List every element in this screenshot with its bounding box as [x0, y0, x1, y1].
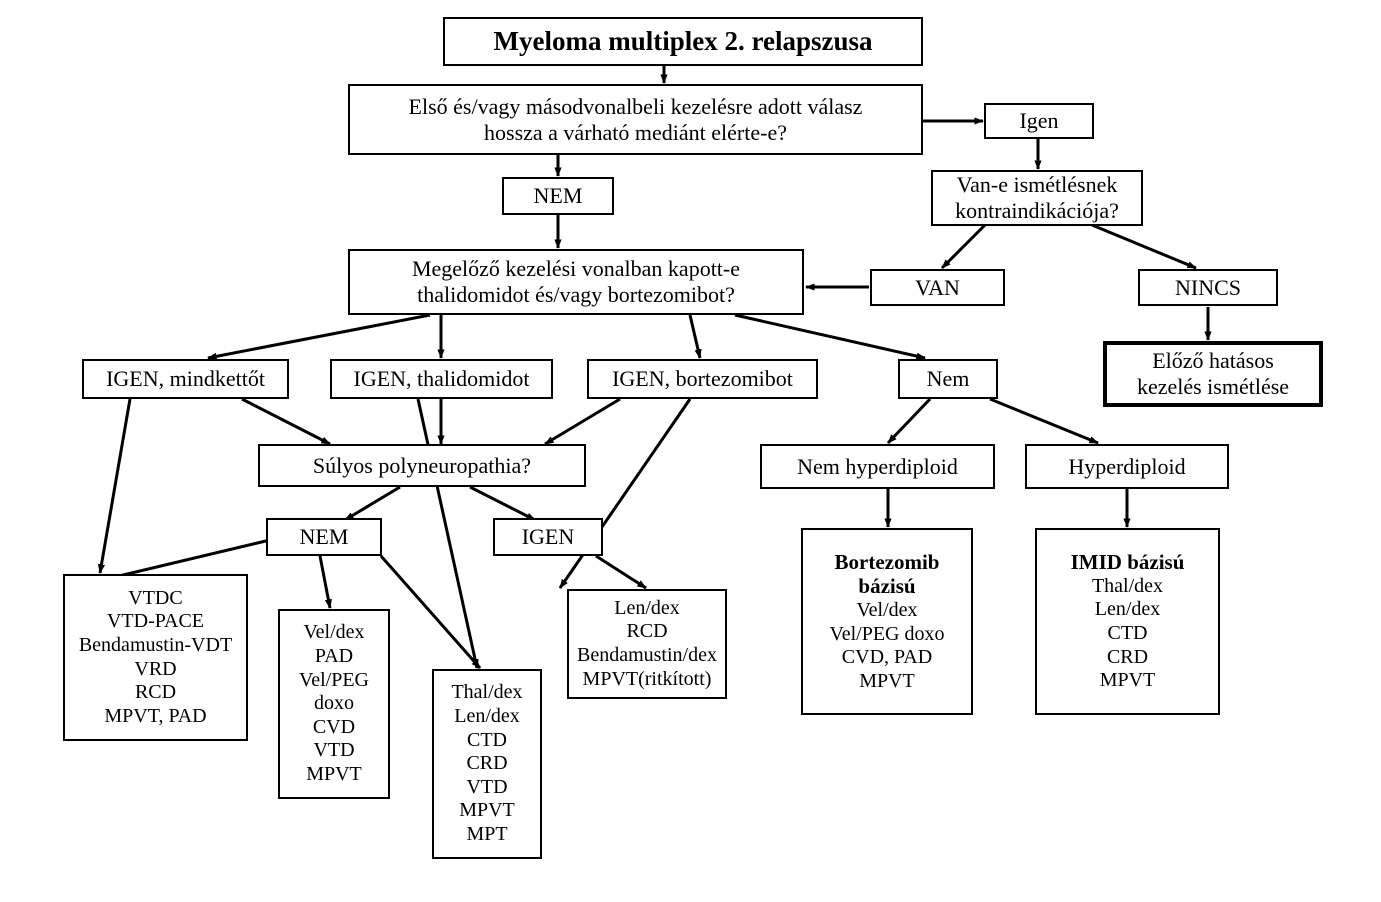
- node-non-hyperdiploid-label: Nem hyperdiploid: [797, 453, 958, 479]
- node-question-prior-drugs: Megelőző kezelési vonalban kapott-e thal…: [348, 249, 804, 315]
- node-treatment-both-line-2: Bendamustin-VDT: [78, 633, 233, 656]
- node-polyneuro-no-label: NEM: [299, 524, 349, 550]
- node-question-polyneuropathy: Súlyos polyneuropathia?: [258, 444, 586, 487]
- node-treatment-thalidomide-line-6: MPT: [466, 822, 508, 845]
- node-igen-bortezomib: IGEN, bortezomibot: [587, 359, 818, 399]
- node-igen-thalidomide: IGEN, thalidomidot: [330, 359, 553, 399]
- node-treatment-polyneuro-no-line-1: PAD: [314, 645, 354, 668]
- node-treatment-both-line-5: MPVT, PAD: [104, 704, 207, 727]
- node-treatment-polyneuro-no-line-6: MPVT: [306, 762, 362, 785]
- node-van: VAN: [870, 269, 1005, 306]
- node-treatment-imid-based-heading-0: IMID bázisú: [1070, 550, 1185, 575]
- node-treatment-bortezomib-based: Bortezomib bázisú Vel/dex Vel/PEG doxo C…: [801, 528, 973, 715]
- node-igen-both-label: IGEN, mindkettőt: [106, 366, 265, 392]
- node-treatment-imid-based-line-0: Thal/dex: [1091, 574, 1164, 597]
- node-yes-top: Igen: [984, 103, 1094, 139]
- node-treatment-thalidomide: Thal/dex Len/dex CTD CRD VTD MPVT MPT: [432, 669, 542, 859]
- node-no-top-label: NEM: [533, 183, 583, 209]
- node-polyneuro-yes-label: IGEN: [521, 524, 575, 550]
- node-treatment-polyneuro-yes: Len/dex RCD Bendamustin/dex MPVT(ritkíto…: [567, 589, 727, 699]
- node-treatment-polyneuro-no-line-4: CVD: [312, 715, 356, 738]
- node-treatment-polyneuro-yes-line-3: MPVT(ritkított): [582, 667, 712, 690]
- node-treatment-bortezomib-based-line-0: Vel/dex: [856, 599, 918, 622]
- node-treatment-both-line-0: VTDC: [128, 586, 183, 609]
- node-hyperdiploid: Hyperdiploid: [1025, 444, 1229, 489]
- node-question-contraindication: Van-e ismétlésnek kontraindikációja?: [931, 170, 1143, 226]
- node-polyneuro-no: NEM: [266, 518, 382, 556]
- node-yes-top-label: Igen: [1019, 108, 1059, 134]
- node-question-response-duration-line-0: Első és/vagy másodvonalbeli kezelésre ad…: [408, 93, 863, 119]
- node-no-top: NEM: [502, 177, 614, 215]
- node-question-response-duration: Első és/vagy másodvonalbeli kezelésre ad…: [348, 84, 923, 155]
- node-question-prior-drugs-line-1: thalidomidot és/vagy bortezomibot?: [417, 282, 735, 307]
- node-treatment-bortezomib-based-line-2: CVD, PAD: [841, 646, 933, 669]
- node-treatment-polyneuro-yes-line-2: Bendamustin/dex: [577, 644, 717, 666]
- node-nincs-label: NINCS: [1174, 274, 1241, 300]
- node-treatment-thalidomide-line-4: VTD: [466, 775, 508, 798]
- node-treatment-polyneuro-no-line-3: doxo: [314, 692, 354, 715]
- node-treatment-bortezomib-based-heading-0: Bortezomib: [834, 549, 940, 574]
- node-igen-bortezomib-label: IGEN, bortezomibot: [612, 366, 793, 392]
- node-title: Myeloma multiplex 2. relapszusa: [443, 17, 923, 66]
- node-treatment-polyneuro-no-line-0: Vel/dex: [303, 621, 365, 644]
- node-question-polyneuropathy-label: Súlyos polyneuropathia?: [312, 452, 532, 478]
- node-treatment-both-line-3: VRD: [134, 657, 177, 680]
- node-treatment-thalidomide-line-2: CTD: [467, 728, 507, 751]
- node-treatment-thalidomide-line-5: MPVT: [459, 799, 515, 822]
- node-polyneuro-yes: IGEN: [493, 518, 603, 556]
- node-treatment-bortezomib-based-line-1: Vel/PEG doxo: [829, 622, 945, 645]
- node-treatment-polyneuro-no-line-5: VTD: [313, 739, 355, 762]
- node-treatment-bortezomib-based-line-3: MPVT: [859, 669, 915, 692]
- node-treatment-both-line-4: RCD: [134, 681, 177, 704]
- node-van-label: VAN: [915, 274, 960, 300]
- node-igen-both: IGEN, mindkettőt: [82, 359, 289, 399]
- node-treatment-thalidomide-line-1: Len/dex: [454, 705, 520, 728]
- node-treatment-imid-based-line-3: CRD: [1106, 645, 1149, 668]
- node-treatment-polyneuro-yes-line-0: Len/dex: [614, 596, 680, 619]
- node-igen-thalidomide-label: IGEN, thalidomidot: [353, 366, 530, 392]
- node-nem-drugs: Nem: [898, 359, 998, 399]
- node-repeat-previous-treatment-line-0: Előző hatásos: [1152, 348, 1274, 374]
- node-treatment-polyneuro-no-line-2: Vel/PEG: [299, 668, 369, 691]
- node-treatment-imid-based-line-1: Len/dex: [1094, 598, 1161, 621]
- node-question-contraindication-line-0: Van-e ismétlésnek: [956, 172, 1118, 198]
- node-treatment-thalidomide-line-0: Thal/dex: [451, 681, 523, 704]
- node-treatment-bortezomib-based-heading-1: bázisú: [858, 574, 916, 599]
- node-non-hyperdiploid: Nem hyperdiploid: [760, 444, 995, 489]
- node-treatment-both-line-1: VTD-PACE: [106, 610, 205, 633]
- node-nem-drugs-label: Nem: [926, 366, 970, 392]
- node-repeat-previous-treatment: Előző hatásos kezelés ismétlése: [1103, 341, 1323, 407]
- node-question-prior-drugs-line-0: Megelőző kezelési vonalban kapott-e: [411, 256, 741, 282]
- node-treatment-imid-based-line-4: MPVT: [1099, 669, 1156, 692]
- node-treatment-polyneuro-yes-line-1: RCD: [626, 620, 668, 643]
- node-question-response-duration-line-1: hossza a várható mediánt elérte-e?: [484, 119, 787, 145]
- node-treatment-imid-based: IMID bázisú Thal/dex Len/dex CTD CRD MPV…: [1035, 528, 1220, 715]
- node-hyperdiploid-label: Hyperdiploid: [1068, 453, 1186, 479]
- node-treatment-polyneuro-no: Vel/dex PAD Vel/PEG doxo CVD VTD MPVT: [278, 609, 390, 799]
- node-title-line-0: Myeloma multiplex 2. relapszusa: [493, 25, 873, 56]
- node-treatment-thalidomide-line-3: CRD: [466, 752, 508, 775]
- node-question-contraindication-line-1: kontraindikációja?: [955, 198, 1119, 223]
- node-nincs: NINCS: [1138, 269, 1278, 306]
- node-repeat-previous-treatment-line-1: kezelés ismétlése: [1136, 374, 1290, 399]
- node-treatment-both: VTDC VTD-PACE Bendamustin-VDT VRD RCD MP…: [63, 574, 248, 741]
- node-treatment-imid-based-line-2: CTD: [1107, 622, 1148, 645]
